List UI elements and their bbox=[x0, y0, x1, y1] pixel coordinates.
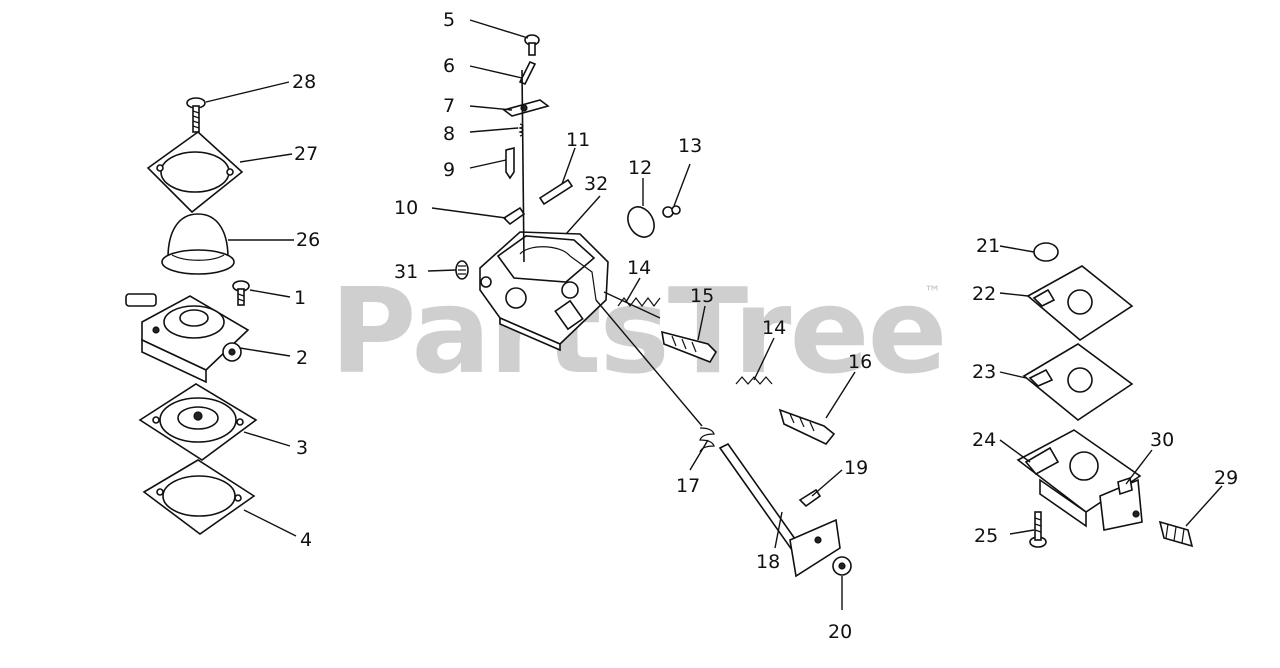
callout-22: 22 bbox=[972, 283, 996, 305]
callout-1: 1 bbox=[294, 287, 306, 309]
part-16-adjust-screw bbox=[778, 408, 836, 445]
part-10-clip bbox=[502, 206, 526, 226]
trademark-symbol: ™ bbox=[924, 283, 941, 303]
part-30-tab bbox=[1117, 476, 1133, 496]
part-7-lever bbox=[502, 99, 550, 117]
part-22-gasket bbox=[1026, 265, 1134, 341]
part-17-spring bbox=[699, 427, 715, 453]
part-23-diaphragm bbox=[1022, 343, 1134, 421]
callout-18: 18 bbox=[756, 551, 780, 573]
part-25-screw bbox=[1029, 511, 1047, 548]
callout-4: 4 bbox=[300, 529, 312, 551]
axis-line-14 bbox=[603, 291, 661, 319]
part-29-screw bbox=[1158, 520, 1194, 548]
callout-16: 16 bbox=[848, 351, 872, 373]
callout-6: 6 bbox=[443, 55, 455, 77]
part-12-disc bbox=[627, 206, 655, 238]
part-11-shaft bbox=[538, 178, 574, 206]
part-13-screw bbox=[662, 205, 681, 218]
part-14-spring-lower bbox=[735, 376, 773, 385]
leader-lines bbox=[205, 19, 1223, 610]
callout-29: 29 bbox=[1214, 467, 1238, 489]
callout-17: 17 bbox=[676, 475, 700, 497]
callout-27: 27 bbox=[294, 143, 318, 165]
part-5-screw bbox=[524, 34, 540, 56]
part-6-pin bbox=[518, 60, 537, 86]
part-15-adjust-screw bbox=[661, 330, 718, 363]
callout-13: 13 bbox=[678, 135, 702, 157]
callout-10: 10 bbox=[394, 197, 418, 219]
callout-31: 31 bbox=[394, 261, 418, 283]
callout-21: 21 bbox=[976, 235, 1000, 257]
callout-23: 23 bbox=[972, 361, 996, 383]
axis-line-17 bbox=[595, 299, 703, 427]
callout-32: 32 bbox=[584, 173, 608, 195]
callout-5: 5 bbox=[443, 9, 455, 31]
part-14-spring-upper bbox=[617, 297, 661, 307]
callout-19: 19 bbox=[844, 457, 868, 479]
callout-15: 15 bbox=[690, 285, 714, 307]
part-32-carburetor-body bbox=[479, 69, 609, 352]
callout-8: 8 bbox=[443, 123, 455, 145]
part-3-diaphragm bbox=[138, 383, 258, 461]
part-26-primer-bulb bbox=[161, 213, 235, 275]
part-9-needle bbox=[505, 146, 515, 180]
callout-25: 25 bbox=[974, 525, 998, 547]
callout-26: 26 bbox=[296, 229, 320, 251]
callout-24: 24 bbox=[972, 429, 996, 451]
callout-9: 9 bbox=[443, 159, 455, 181]
part-31-plug bbox=[455, 260, 469, 280]
callout-14-upper: 14 bbox=[627, 257, 651, 279]
part-27-gasket bbox=[146, 130, 244, 214]
callout-3: 3 bbox=[296, 437, 308, 459]
part-21-cap bbox=[1033, 242, 1059, 262]
part-28-screw bbox=[186, 97, 206, 133]
callout-2: 2 bbox=[296, 347, 308, 369]
callout-7: 7 bbox=[443, 95, 455, 117]
callout-20: 20 bbox=[828, 621, 852, 643]
callout-28: 28 bbox=[292, 71, 316, 93]
callout-12: 12 bbox=[628, 157, 652, 179]
watermark-logo: PartsTree bbox=[330, 262, 946, 400]
callout-11: 11 bbox=[566, 129, 590, 151]
part-4-gasket bbox=[142, 459, 256, 535]
callout-30: 30 bbox=[1150, 429, 1174, 451]
callout-14-lower: 14 bbox=[762, 317, 786, 339]
callout-numbers: 5 6 7 8 9 10 11 12 13 32 31 14 15 14 16 … bbox=[292, 9, 1238, 643]
part-2-pump-cover bbox=[125, 293, 250, 384]
part-1-screw bbox=[232, 280, 250, 306]
part-20-nut bbox=[832, 556, 852, 576]
